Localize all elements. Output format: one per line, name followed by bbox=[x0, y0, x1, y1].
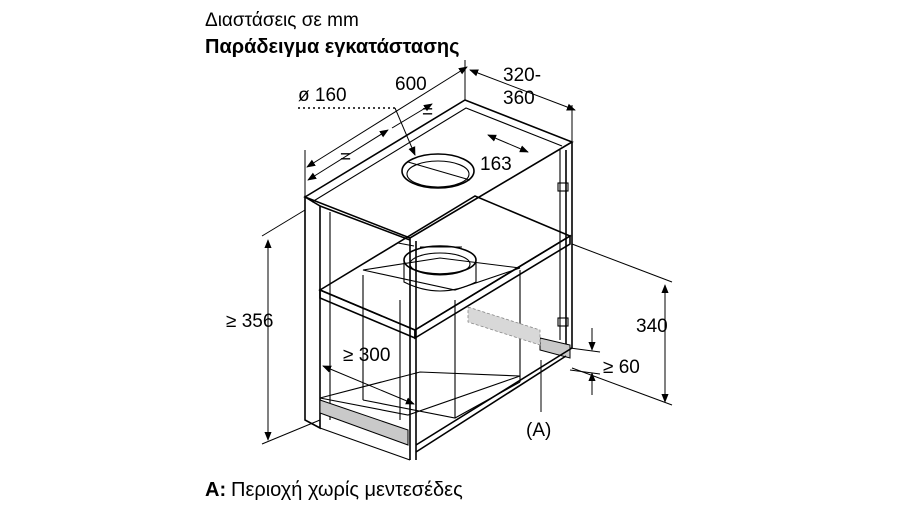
height-right-label: 340 bbox=[636, 316, 668, 337]
equal-top-label: = bbox=[422, 102, 433, 123]
legend-text: Περιοχή χωρίς μεντεσέδες bbox=[231, 479, 463, 501]
width-label: 600 bbox=[395, 74, 427, 95]
gap-min-label: ≥ 60 bbox=[603, 357, 640, 378]
dimension-lines bbox=[261, 60, 673, 445]
legend-key: A: bbox=[205, 479, 226, 501]
hinge-icons bbox=[557, 182, 569, 327]
duct-diameter-label: ø 160 bbox=[298, 85, 347, 106]
depth-label-line1: 320- bbox=[503, 65, 541, 86]
top-duct-hole bbox=[401, 153, 475, 189]
shelf-depth-label: ≥ 300 bbox=[343, 345, 390, 366]
diagram-title: Παράδειγμα εγκατάστασης bbox=[205, 36, 460, 58]
duct-collar bbox=[397, 242, 477, 292]
height-min-label: ≥ 356 bbox=[226, 311, 273, 332]
equal-left-label: = bbox=[340, 147, 351, 168]
units-label: Διαστάσεις σε mm bbox=[205, 10, 359, 31]
depth-label-line2: 360 bbox=[503, 88, 535, 109]
offset-label: 163 bbox=[480, 154, 512, 175]
callout-a-label: (A) bbox=[526, 420, 551, 441]
